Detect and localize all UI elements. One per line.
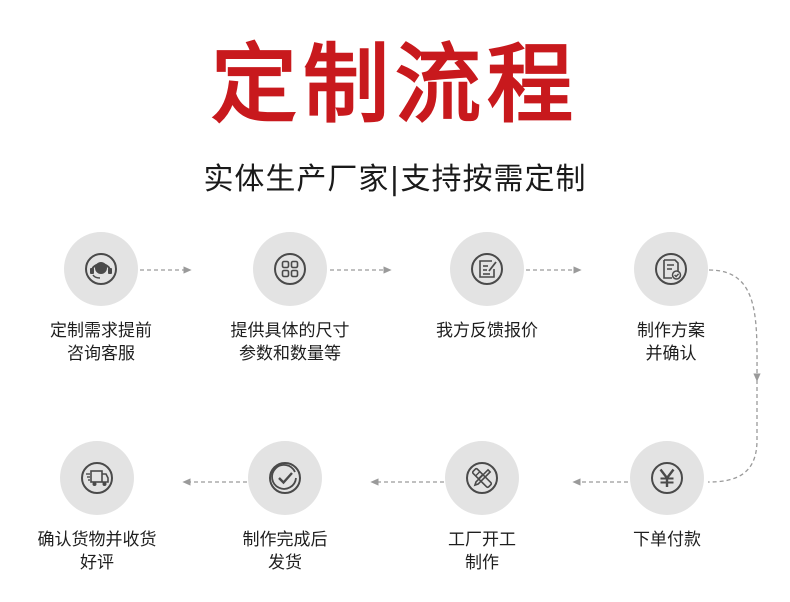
step-4: 制作方案 并确认 [581, 232, 761, 366]
step-7: 制作完成后 发货 [195, 441, 375, 575]
step-5: 下单付款 [577, 441, 757, 552]
step-8: 确认货物并收货 好评 [7, 441, 187, 575]
step-2-label: 提供具体的尺寸 参数和数量等 [230, 321, 350, 364]
step-4-circle [634, 232, 708, 306]
step-3: 我方反馈报价 [397, 232, 577, 343]
step-4-label: 制作方案 并确认 [637, 321, 705, 364]
headset-icon [85, 253, 117, 285]
step-5-circle [630, 441, 704, 515]
yen-icon [651, 462, 683, 494]
step-2: 提供具体的尺寸 参数和数量等 [200, 232, 380, 366]
step-1: 定制需求提前 咨询客服 [11, 232, 191, 366]
step-5-label: 下单付款 [633, 530, 701, 550]
page-subtitle: 实体生产厂家|支持按需定制 [203, 162, 587, 197]
step-2-circle [253, 232, 327, 306]
step-8-label: 确认货物并收货 好评 [37, 530, 157, 573]
step-7-circle [248, 441, 322, 515]
step-1-circle [64, 232, 138, 306]
step-3-circle [450, 232, 524, 306]
grid-icon [274, 253, 306, 285]
document-check-icon [655, 253, 687, 285]
check-circle-icon [269, 462, 301, 494]
tools-icon [466, 462, 498, 494]
step-6: 工厂开工 制作 [392, 441, 572, 575]
connector-4-5-top [708, 269, 761, 382]
step-6-label: 工厂开工 制作 [448, 530, 516, 573]
step-3-label: 我方反馈报价 [436, 321, 538, 341]
page-title: 定制流程 [211, 35, 579, 135]
step-1-label: 定制需求提前 咨询客服 [50, 321, 152, 364]
edit-note-icon [471, 253, 503, 285]
step-8-circle [60, 441, 134, 515]
step-7-label: 制作完成后 发货 [242, 530, 328, 573]
step-6-circle [445, 441, 519, 515]
delivery-truck-icon [81, 462, 113, 494]
